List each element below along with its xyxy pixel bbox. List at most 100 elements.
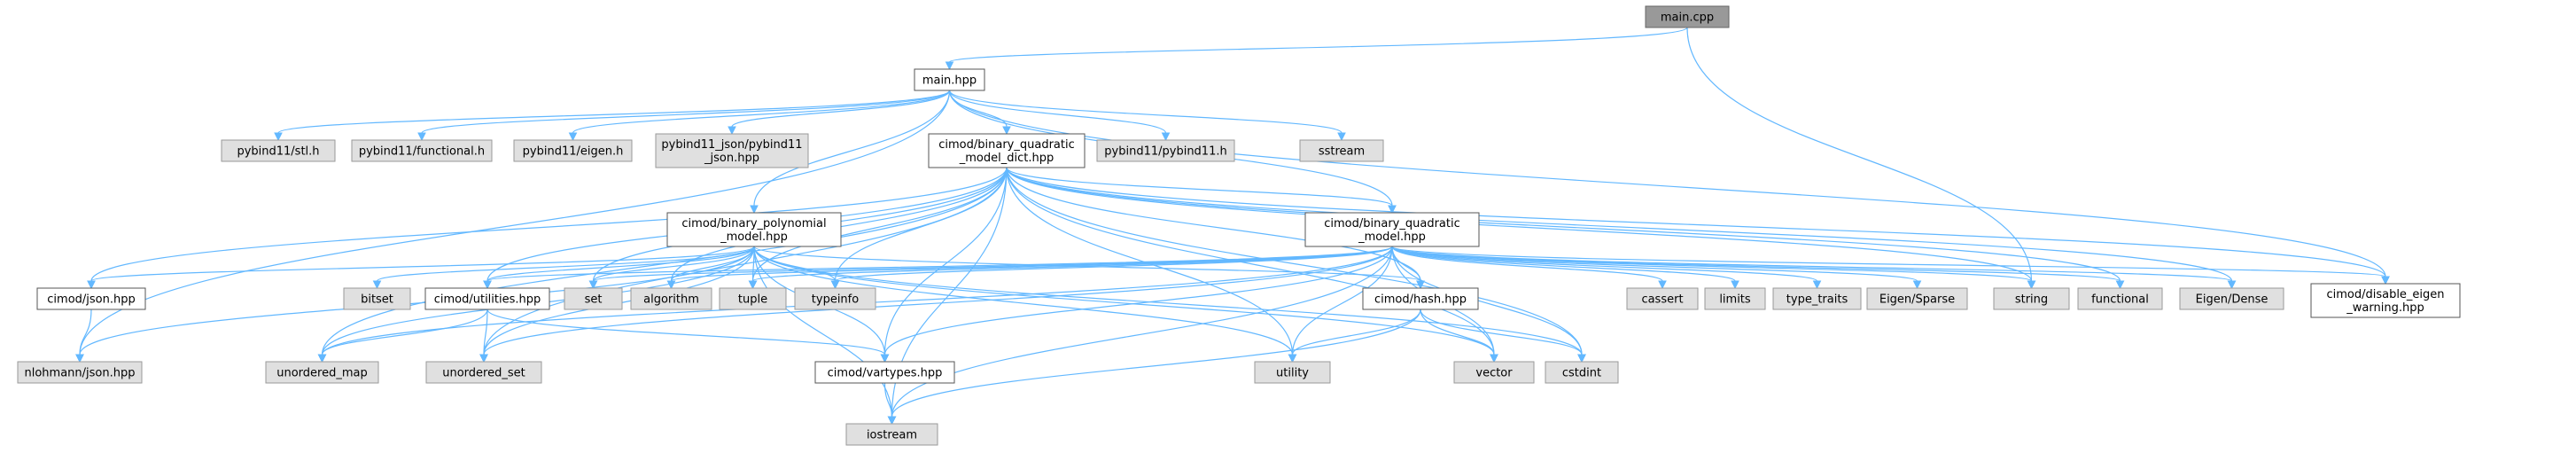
edge-arrowhead [1002,126,1011,136]
node-label: pybind11/stl.h [237,145,319,159]
node-cimod-binary-polynomial-model-hpp[interactable]: cimod/binary_polynomial_model.hpp [666,212,842,247]
node-label: tuple [738,293,767,307]
node-label: pybind11_json/pybind11 [661,138,802,152]
edge-bqm-to-cassert [1391,246,1667,290]
edge-line [321,309,488,356]
edge-line [753,90,951,207]
node-set: set [564,287,623,310]
node-cimod-vartypes-hpp[interactable]: cimod/vartypes.hpp [814,361,955,384]
edge-arrowhead [417,132,426,142]
edge-utilities-to-unordered_map [317,309,488,363]
node-label: type_traits [1786,293,1848,307]
edge-line [90,246,755,282]
edge-line [1420,309,1495,356]
node-cimod-disable-eigen-warning-hpp[interactable]: cimod/disable_eigen_warning.hpp [2310,283,2461,318]
edge-line [572,90,951,134]
edge-bqmd-to-functional [1006,167,2125,290]
edge-line [1006,167,1421,282]
node-label: cimod/disable_eigen [2326,288,2444,301]
node-label: iostream [867,429,917,442]
edge-line [1291,246,1393,356]
node-label: unordered_set [442,367,525,380]
edge-line [483,309,488,356]
node-box [36,287,146,310]
edge-line [1391,246,2386,277]
node-typeinfo: typeinfo [794,287,876,310]
edge-line [1391,246,1818,282]
node-iostream: iostream [845,423,938,446]
edge-main_hpp-to-eigen_h [568,90,951,142]
node-label: limits [1719,293,1751,307]
edge-bqm-to-limits [1391,246,1739,290]
edge-line [883,246,1393,356]
node-cimod-binary-quadratic-model-hpp[interactable]: cimod/binary_quadratic_model.hpp [1304,212,1480,247]
node-unordered-map: unordered_map [265,361,379,384]
edge-line [277,90,951,134]
node-label: _json.hpp [704,152,759,165]
node-box [343,287,411,310]
edge-arrowhead [728,126,736,136]
edge-bpm-to-bitset [372,246,755,290]
node-cimod-binary-quadratic-model-dict-hpp[interactable]: cimod/binary_quadratic_model_dict.hpp [928,133,1086,168]
edge-arrowhead [317,354,327,363]
edge-bqm-to-string [1391,246,2036,290]
node-cimod-json-hpp[interactable]: cimod/json.hpp [36,287,146,310]
node-box [351,139,493,162]
node-cimod-utilities-hpp[interactable]: cimod/utilities.hpp [424,287,550,310]
node-unordered-set: unordered_set [425,361,542,384]
edge-line [1006,167,2233,282]
node-box [655,133,809,168]
node-main-cpp: main.cpp [1645,5,1730,28]
edge-line [1006,167,1583,356]
node-pybind11-functional-h: pybind11/functional.h [351,139,493,162]
edge-line [1391,246,2233,282]
node-label: cimod/binary_quadratic [1324,217,1460,230]
edge-main_hpp-to-stl [274,90,951,142]
node-box [2179,287,2284,310]
node-pybind11-json-pybind11-json-hpp: pybind11_json/pybind11_json.hpp [655,133,809,168]
edge-bqmd-to-eigen_dense [1006,167,2237,290]
node-cimod-hash-hpp[interactable]: cimod/hash.hpp [1362,287,1479,310]
node-label: cimod/utilities.hpp [434,293,541,307]
node-box [1545,361,1619,384]
edge-arrowhead [568,132,578,142]
node-box [1299,139,1384,162]
edge-arrowhead [1731,280,1739,290]
edge-arrowhead [1912,280,1922,290]
node-nlohmann-json-hpp: nlohmann/json.hpp [17,361,143,384]
edge-vartypes-to-iostream [883,382,897,426]
edge-line [486,309,886,356]
edge-line [1006,167,2121,282]
edge-line [1006,167,2386,277]
node-box [513,139,633,162]
edge-main_hpp-to-functional_h [417,90,951,142]
node-label: sstream [1319,145,1365,159]
edge-arrowhead [483,280,492,290]
edge-line [753,246,1495,356]
node-box [2077,287,2163,310]
edge-line [79,309,92,356]
node-box [564,287,623,310]
node-main-hpp[interactable]: main.hpp [914,68,985,91]
node-box [221,139,336,162]
node-box [424,287,550,310]
edge-arrowhead [372,280,382,290]
edge-utilities-to-unordered_set [479,309,488,363]
edge-line [891,309,1421,418]
edge-main_hpp-to-sstream [948,90,1346,142]
node-box [1866,287,1968,310]
edge-bqm-to-typeinfo [830,246,1393,290]
node-box [17,361,143,384]
edge-line [1391,246,1918,282]
edge-arrowhead [2027,280,2036,290]
edge-utilities-to-vartypes [486,309,890,363]
node-string: string [1993,287,2070,310]
edge-hash-to-vector [1420,309,1498,363]
edge-arrowhead [1288,354,1297,363]
node-vector: vector [1453,361,1535,384]
node-label: set [585,293,603,307]
edge-line [1420,309,1583,356]
node-label: pybind11/pybind11.h [1104,145,1226,159]
node-box [265,361,379,384]
